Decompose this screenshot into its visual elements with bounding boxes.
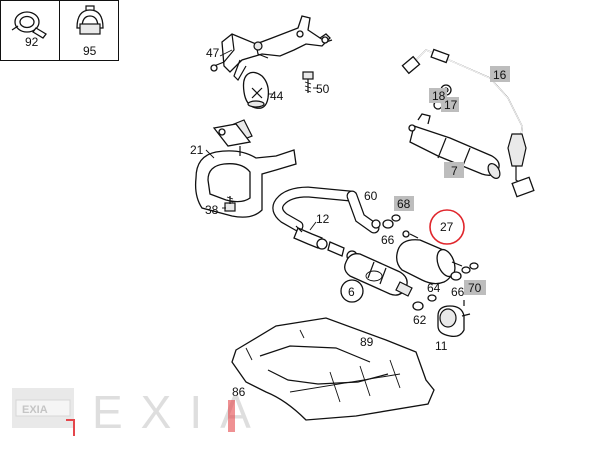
fuel-pump-6[interactable]: [327, 241, 413, 297]
inset-label-92: 92: [25, 35, 39, 49]
clamp-66-lower[interactable]: [450, 262, 479, 281]
inset-label-95: 95: [83, 44, 97, 58]
callout-66-lower[interactable]: 66: [451, 285, 465, 299]
callout-ring-6[interactable]: [340, 279, 364, 303]
bolt-38[interactable]: [224, 196, 236, 212]
fuel-filter-27[interactable]: [396, 230, 463, 285]
watermark-logo-text: EXIA: [22, 404, 48, 416]
callout-38[interactable]: 38: [205, 203, 219, 217]
callout-62[interactable]: 62: [413, 313, 427, 327]
clamp-66-upper[interactable]: [371, 219, 381, 229]
callout-60[interactable]: 60: [364, 189, 378, 203]
inset-panels: 92 95: [0, 0, 119, 61]
callout-47[interactable]: 47: [206, 46, 220, 60]
hose-clamp-icon[interactable]: [11, 11, 47, 39]
callout-6[interactable]: 6: [348, 285, 355, 299]
bracket-11[interactable]: [437, 300, 471, 338]
callout-12[interactable]: 12: [316, 212, 330, 226]
callout-86[interactable]: 86: [232, 385, 246, 399]
callout-64[interactable]: 64: [427, 281, 441, 295]
callout-70[interactable]: 70: [468, 281, 482, 295]
fuel-pump-7[interactable]: [408, 113, 502, 180]
callout-66-upper[interactable]: 66: [381, 233, 395, 247]
strap-bracket-21[interactable]: [194, 119, 297, 218]
clamp-68[interactable]: [382, 214, 401, 229]
callout-18[interactable]: 18: [432, 89, 446, 103]
tank-guard-86[interactable]: [231, 317, 435, 421]
callout-68[interactable]: 68: [397, 197, 411, 211]
callout-11[interactable]: 11: [435, 339, 448, 353]
fuel-line-16[interactable]: [401, 48, 535, 198]
connector-12[interactable]: [293, 225, 328, 250]
callout-44[interactable]: 44: [270, 89, 284, 103]
callout-50[interactable]: 50: [316, 82, 330, 96]
rubber-mount[interactable]: [242, 71, 270, 109]
clip-bracket-icon[interactable]: [76, 5, 104, 35]
fuel-hose-60[interactable]: [272, 186, 380, 234]
clamp-64[interactable]: [427, 294, 437, 302]
clamp-62[interactable]: [412, 301, 424, 311]
callout-17[interactable]: 17: [444, 98, 458, 112]
upper-bracket-assembly[interactable]: [210, 15, 333, 81]
watermark: EXIA EXIA: [12, 386, 269, 438]
callout-7[interactable]: 7: [451, 164, 458, 178]
watermark-text: EXIA: [92, 386, 269, 438]
callout-16[interactable]: 16: [493, 68, 507, 82]
callout-21[interactable]: 21: [190, 143, 204, 157]
selection-ring: [429, 209, 465, 245]
bolt-50[interactable]: [302, 71, 314, 93]
callout-89[interactable]: 89: [360, 335, 374, 349]
callout-27[interactable]: 27: [440, 220, 454, 234]
